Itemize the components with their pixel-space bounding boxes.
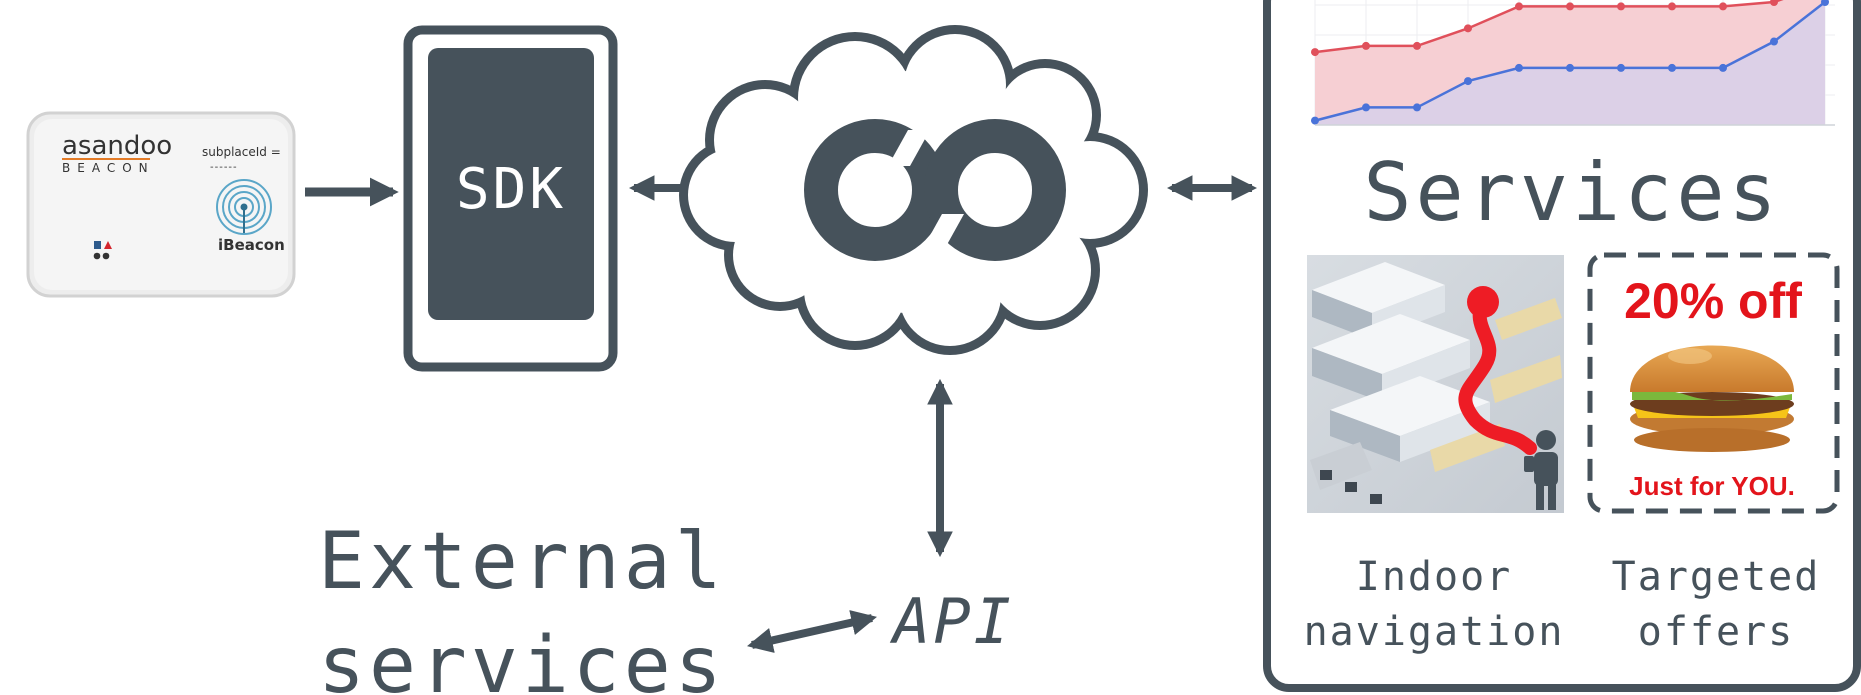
arrow-external-api — [747, 610, 877, 653]
chart-point — [1515, 63, 1523, 72]
offer-tagline: Just for YOU. — [1629, 471, 1795, 501]
chart-point — [1362, 103, 1370, 112]
chart-point — [1668, 2, 1676, 11]
chart-point — [1668, 63, 1676, 72]
burger-icon — [1630, 345, 1794, 452]
caption-indoor-line2: navigation — [1304, 609, 1565, 655]
ibeacon-icon — [216, 179, 272, 235]
chart-point — [1413, 103, 1421, 112]
chart-point — [1719, 63, 1727, 72]
chart-point — [1515, 2, 1523, 11]
chart-point — [1617, 63, 1625, 72]
external-services-line1: External — [318, 517, 726, 607]
indoor-navigation-illustration — [1307, 255, 1564, 513]
caption-targeted-line1: Targeted — [1612, 554, 1821, 600]
chart-point — [1311, 116, 1319, 125]
chart-point — [1464, 24, 1472, 33]
targeted-offer-card: 20% off Just for YOU. — [1587, 252, 1840, 514]
route-path — [1458, 293, 1537, 455]
person-icon — [1524, 430, 1558, 510]
caption-targeted-line2: offers — [1638, 609, 1795, 655]
beacon-field-value: ------ — [210, 162, 238, 173]
api-label: API — [889, 585, 1014, 658]
chart-point — [1719, 2, 1727, 11]
chart-point — [1362, 41, 1370, 50]
beacon-type: BEACON — [62, 161, 155, 175]
chart-point — [1311, 48, 1319, 57]
chart-point — [1413, 41, 1421, 50]
offer-headline: 20% off — [1624, 273, 1802, 329]
chart-point — [1566, 2, 1574, 11]
services-title: Services — [1363, 146, 1780, 239]
beacon-brand: asandoo — [62, 131, 172, 161]
chart-point — [1566, 63, 1574, 72]
chart-point — [1821, 0, 1829, 6]
ibeacon-label: iBeacon — [218, 236, 285, 254]
sdk-label: SDK — [456, 157, 566, 222]
cloud-icon — [679, 25, 1148, 355]
phone-device: SDK — [403, 25, 618, 372]
chart-point — [1617, 2, 1625, 11]
chart-point — [1770, 37, 1778, 46]
beacon-device: asandoo BEACON subplaceId = ------ iBeac… — [26, 111, 296, 298]
services-chart — [1311, 0, 1835, 126]
beacon-leds — [93, 241, 112, 260]
caption-indoor-line1: Indoor — [1356, 554, 1513, 600]
beacon-field-label: subplaceId = — [202, 145, 281, 159]
chart-point — [1770, 0, 1778, 6]
chart-point — [1464, 77, 1472, 86]
external-services-line2: services — [318, 621, 726, 695]
infinity-logo-icon — [804, 119, 1066, 261]
location-pin-icon — [1467, 286, 1499, 318]
